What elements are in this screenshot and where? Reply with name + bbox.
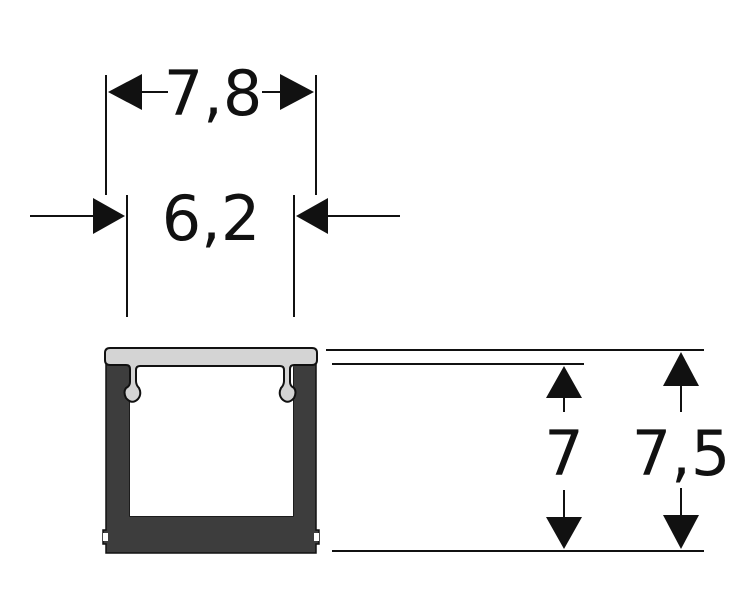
outer-width-label: 7,8 xyxy=(164,57,263,130)
outer-height-dimension: 7,5 xyxy=(632,352,731,549)
inner-width-right-arrowhead xyxy=(296,198,328,234)
profile-bottom-groove-right xyxy=(314,533,319,541)
inner-height-label: 7 xyxy=(544,417,583,490)
inner-height-dimension: 7 xyxy=(544,366,584,549)
inner-height-down-arrowhead xyxy=(546,517,582,549)
outer-width-right-arrowhead xyxy=(280,74,314,110)
outer-height-down-arrowhead xyxy=(663,515,699,549)
inner-width-left-arrowhead xyxy=(93,198,125,234)
diffuser-cover xyxy=(104,347,318,403)
outer-height-label: 7,5 xyxy=(632,417,731,490)
outer-height-up-arrowhead xyxy=(663,352,699,386)
outer-width-dimension: 7,8 xyxy=(105,57,317,195)
outer-width-left-arrowhead xyxy=(108,74,142,110)
profile-cross-section xyxy=(102,347,320,554)
profile-inner-cavity xyxy=(130,366,293,516)
inner-width-dimension: 6,2 xyxy=(30,182,400,317)
height-extension-lines xyxy=(326,349,704,552)
inner-height-up-arrowhead xyxy=(546,366,582,398)
inner-width-label: 6,2 xyxy=(162,182,261,255)
profile-bottom-groove-left xyxy=(103,533,108,541)
